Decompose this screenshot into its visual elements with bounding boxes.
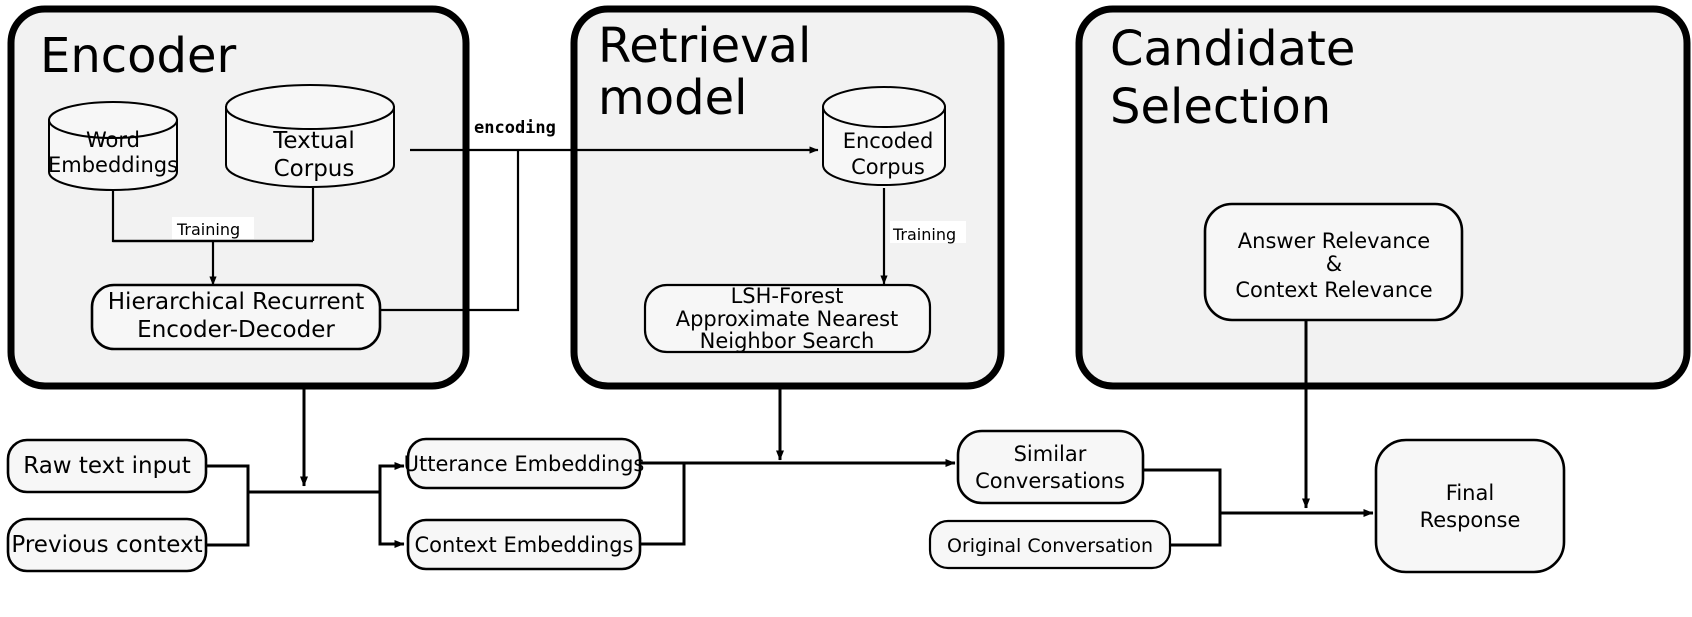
edge-hred-to-encoding-line <box>380 150 520 312</box>
lsh-forest-label-line3: Neighbor Search <box>700 329 875 353</box>
panel-retrieval-title-line2: model <box>598 70 747 126</box>
edge-label-encoding: encoding <box>474 118 556 138</box>
similar-conversations-label-line2: Conversations <box>975 469 1125 493</box>
hred-label-line2: Encoder-Decoder <box>137 317 335 343</box>
previous-context-label: Previous context <box>11 532 202 558</box>
training-retrieval-label-bg <box>890 221 966 243</box>
utterance-embeddings-label: Utterance Embeddings <box>404 452 645 476</box>
edge-bus-to-context-embeddings <box>378 492 405 548</box>
encoded-corpus-label-line1: Encoded <box>843 129 934 153</box>
textual-corpus-label-line1: Textual <box>272 128 355 154</box>
textual-corpus-cylinder-top <box>225 84 395 130</box>
similar-conversations-label-line1: Similar <box>1014 442 1087 466</box>
final-response-label-line2: Response <box>1420 508 1521 532</box>
panel-candidate-title-line1: Candidate <box>1110 21 1355 77</box>
panel-candidate: Candidate Selection <box>1075 5 1691 390</box>
panel-retrieval-title-line1: Retrieval <box>598 18 811 74</box>
context-embeddings-label: Context Embeddings <box>415 533 634 557</box>
original-conversation-box <box>928 519 1172 570</box>
relevance-label-line2: & <box>1326 252 1342 276</box>
encoded-corpus-cylinder-body <box>822 106 946 186</box>
node-raw-text-input: Raw text input <box>6 438 208 494</box>
hred-label-line1: Hierarchical Recurrent <box>108 289 364 315</box>
edge-similar-conversations-to-final-response <box>1143 468 1374 517</box>
panel-encoder-title: Encoder <box>40 28 237 84</box>
final-response-box <box>1374 438 1566 574</box>
node-original-conversation: Original Conversation <box>928 519 1172 570</box>
encoded-corpus-cylinder-top <box>822 86 946 128</box>
node-word-embeddings: Word Embeddings <box>48 101 178 191</box>
previous-context-box <box>6 517 208 573</box>
raw-text-input-box <box>6 438 208 494</box>
edge-context-embeddings-join <box>640 463 686 546</box>
node-utterance-embeddings: Utterance Embeddings <box>404 437 645 490</box>
relevance-box <box>1203 202 1464 322</box>
similar-conversations-box <box>956 429 1145 505</box>
node-lsh-forest: LSH-Forest Approximate Nearest Neighbor … <box>643 283 932 354</box>
node-previous-context: Previous context <box>6 517 208 573</box>
original-conversation-label: Original Conversation <box>947 535 1153 557</box>
context-embeddings-box <box>406 518 642 571</box>
utterance-embeddings-box <box>406 437 642 490</box>
relevance-label-line3: Context Relevance <box>1235 278 1432 302</box>
edge-label-training-encoder: Training <box>176 220 240 239</box>
encoding-label-bg <box>470 112 568 138</box>
word-embeddings-cylinder-body <box>48 119 178 191</box>
edge-bus-to-utterance-embeddings <box>378 462 405 492</box>
final-response-label-line1: Final <box>1446 481 1494 505</box>
training-label-bg <box>172 217 254 239</box>
lsh-forest-label-line1: LSH-Forest <box>731 284 844 308</box>
relevance-label-line1: Answer Relevance <box>1238 229 1430 253</box>
lsh-forest-box <box>643 283 932 354</box>
encoded-corpus-label-line2: Corpus <box>851 155 925 179</box>
word-embeddings-label-line1: Word <box>86 128 140 152</box>
edge-label-training-retrieval: Training <box>892 225 956 244</box>
word-embeddings-cylinder-top <box>48 101 178 139</box>
word-embeddings-label-line2: Embeddings <box>48 153 178 177</box>
edge-original-conversation-join <box>1170 513 1222 547</box>
lsh-forest-label-line2: Approximate Nearest <box>676 307 899 331</box>
node-hred: Hierarchical Recurrent Encoder-Decoder <box>90 283 382 351</box>
node-similar-conversations: Similar Conversations <box>956 429 1145 505</box>
node-context-embeddings: Context Embeddings <box>406 518 642 571</box>
node-final-response: Final Response <box>1374 438 1566 574</box>
textual-corpus-label-line2: Corpus <box>274 156 355 182</box>
node-relevance: Answer Relevance & Context Relevance <box>1203 202 1464 322</box>
hred-box <box>90 283 382 351</box>
raw-text-input-label: Raw text input <box>23 453 191 479</box>
edge-previous-context-to-bus <box>206 492 250 547</box>
panel-candidate-title-line2: Selection <box>1110 79 1331 135</box>
node-encoded-corpus: Encoded Corpus <box>822 86 946 186</box>
edge-raw-text-input-to-bus <box>206 464 380 494</box>
node-textual-corpus: Textual Corpus <box>225 84 395 188</box>
